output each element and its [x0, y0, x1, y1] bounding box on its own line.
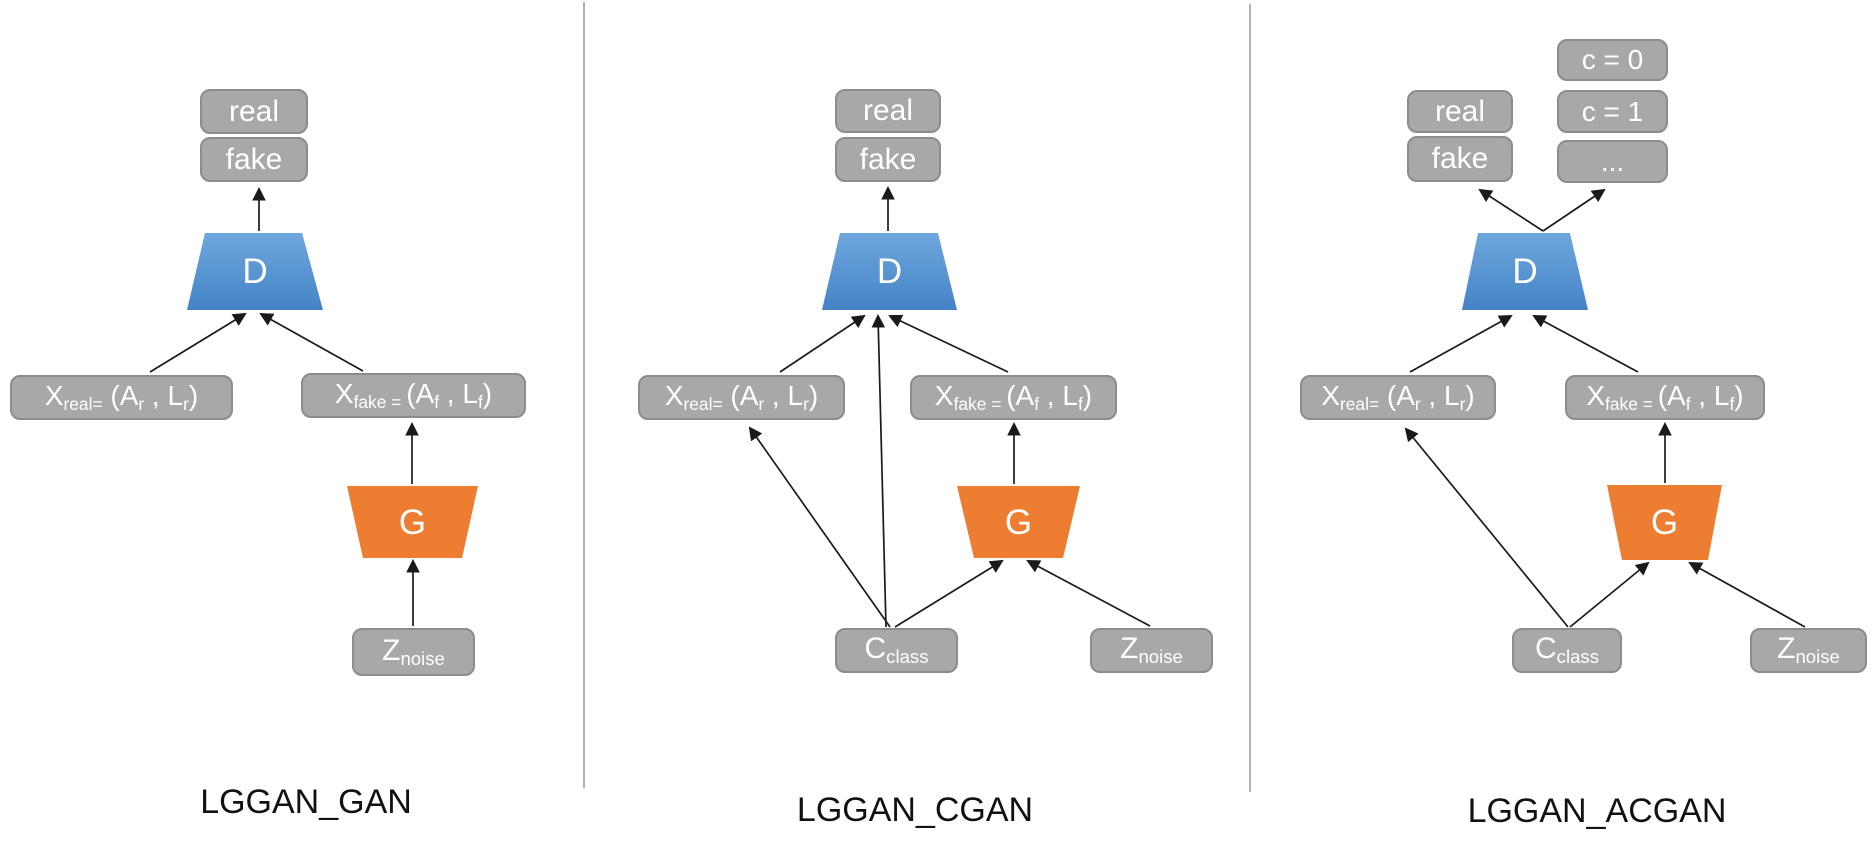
z-noise-label: Znoise	[1120, 632, 1183, 668]
generator-label: G	[1650, 503, 1679, 542]
arrow-xreal-to-d	[1409, 315, 1513, 373]
discriminator-label: D	[876, 252, 903, 291]
c-class-box: Cclass	[1512, 628, 1622, 673]
panel-divider	[583, 2, 585, 788]
x-real-label: Xreal= (Ar , Lr)	[664, 379, 819, 414]
more-classes-box: ...	[1557, 140, 1668, 183]
generator-shape: G	[957, 486, 1080, 558]
c1-class-box: c = 1	[1557, 90, 1668, 133]
discriminator-shape: D	[187, 233, 323, 310]
z-noise-box: Znoise	[1090, 628, 1213, 673]
x-real-box: Xreal= (Ar , Lr)	[10, 375, 233, 420]
x-real-label: Xreal= (Ar , Lr)	[1321, 379, 1475, 414]
arrow-d-to-classes	[1542, 188, 1606, 232]
more-classes-label: ...	[1600, 145, 1625, 177]
arrow-znoise-to-g	[1688, 562, 1806, 628]
c-class-box: Cclass	[835, 628, 958, 673]
generator-label: G	[1004, 502, 1033, 542]
c-class-label: Cclass	[864, 632, 929, 668]
generator-label: G	[398, 502, 427, 542]
x-fake-box: Xfake = (Af , Lf)	[910, 375, 1117, 420]
discriminator-shape: D	[822, 233, 957, 310]
c0-class-label: c = 0	[1581, 44, 1644, 75]
panel-caption-lggan-cgan: LGGAN_CGAN	[796, 791, 1034, 829]
arrow-xfake-to-d	[259, 313, 364, 372]
generator-shape: G	[1607, 485, 1722, 560]
x-fake-box: Xfake = (Af , Lf)	[301, 373, 526, 418]
arrow-cclass-to-d	[871, 313, 887, 628]
c1-class-label: c = 1	[1581, 95, 1644, 127]
discriminator-label: D	[242, 252, 268, 291]
c-class-label: Cclass	[1534, 632, 1600, 668]
generator-shape: G	[347, 486, 478, 558]
fake-output-box: fake	[835, 137, 941, 182]
arrow-xfake-to-d	[888, 314, 1009, 373]
panel-caption-lggan-gan: LGGAN_GAN	[200, 783, 412, 821]
panel-divider	[1249, 4, 1251, 792]
real-output-label: real	[1434, 94, 1486, 128]
x-real-box: Xreal= (Ar , Lr)	[1300, 375, 1496, 420]
z-noise-box: Znoise	[1750, 628, 1867, 673]
discriminator-shape: D	[1462, 233, 1588, 310]
z-noise-label: Znoise	[1777, 632, 1840, 668]
real-output-box: real	[835, 89, 941, 133]
discriminator-label: D	[1512, 252, 1538, 291]
arrow-cclass-to-xreal	[1404, 427, 1569, 628]
real-output-box: real	[1407, 90, 1513, 133]
arrow-xfake-to-d	[1532, 315, 1639, 373]
real-output-label: real	[862, 94, 914, 127]
fake-output-label: fake	[859, 142, 917, 176]
arrow-xreal-to-d	[779, 314, 866, 373]
arrow-cclass-to-g	[1569, 561, 1650, 628]
x-fake-label: Xfake = (Af , Lf)	[334, 377, 493, 412]
panel-caption-lggan-acgan: LGGAN_ACGAN	[1467, 792, 1727, 830]
arrow-cclass-to-g	[894, 559, 1004, 628]
x-fake-label: Xfake = (Af , Lf)	[934, 379, 1093, 414]
c0-class-box: c = 0	[1557, 39, 1668, 81]
real-output-box: real	[200, 89, 308, 134]
arrow-znoise-to-g	[1026, 560, 1151, 627]
z-noise-box: Znoise	[352, 628, 475, 676]
fake-output-label: fake	[225, 142, 283, 176]
x-real-box: Xreal= (Ar , Lr)	[638, 375, 845, 420]
real-output-label: real	[228, 94, 280, 128]
arrow-cclass-to-xreal	[748, 426, 891, 628]
fake-output-box: fake	[1407, 136, 1513, 182]
x-real-label: Xreal= (Ar , Lr)	[44, 379, 199, 414]
arrow-xreal-to-d	[149, 312, 247, 373]
x-fake-box: Xfake = (Af , Lf)	[1565, 375, 1765, 420]
arrow-d-to-fake	[1478, 188, 1544, 232]
x-fake-label: Xfake = (Af , Lf)	[1586, 379, 1744, 414]
fake-output-box: fake	[200, 137, 308, 182]
fake-output-label: fake	[1431, 142, 1489, 175]
z-noise-label: Znoise	[382, 633, 445, 669]
